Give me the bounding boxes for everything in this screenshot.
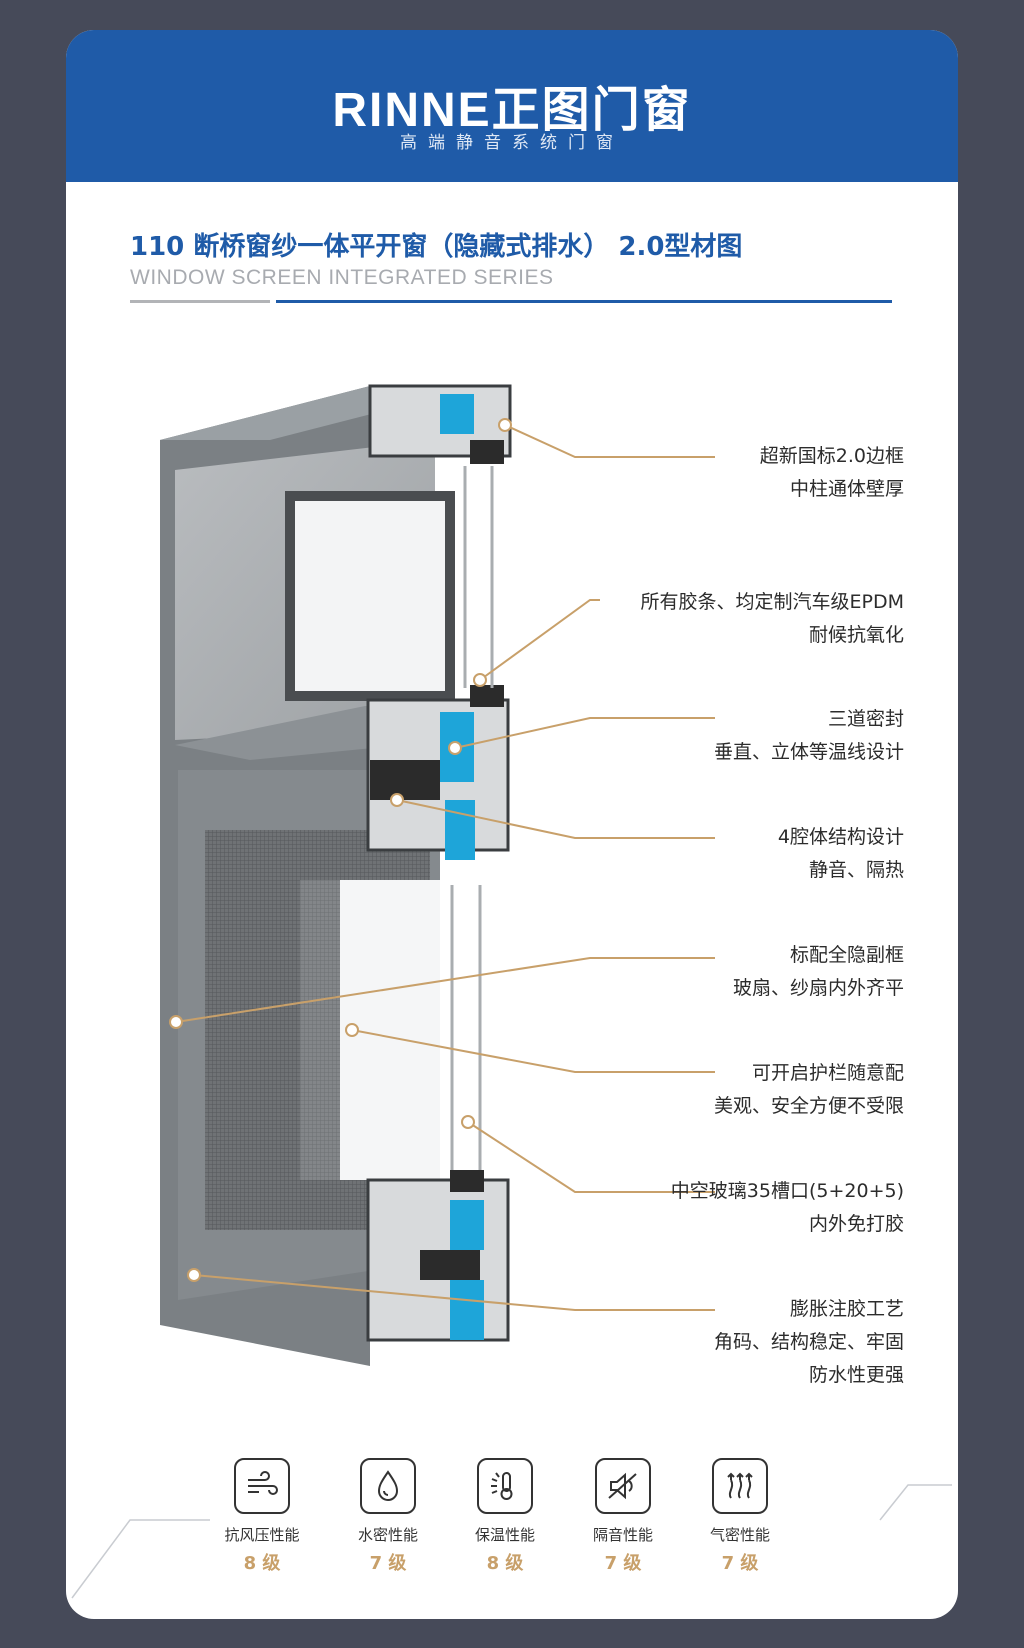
leader-line-6 [351,1029,715,1073]
leader-line-7 [467,1121,715,1193]
leader-line-5 [175,957,715,1023]
leader-line-4 [396,799,715,839]
leader-line-2 [479,599,600,681]
thermometer-icon [477,1458,533,1514]
callout-2: 所有胶条、均定制汽车级EPDM 耐候抗氧化 [640,591,905,646]
page-subtitle: WINDOW SCREEN INTEGRATED SERIES [130,266,554,289]
leader-dot-5 [169,1015,183,1029]
profile-section-middle [366,685,510,860]
brand-logo: RINNE正图门窗 [332,84,692,137]
feature-air-tightness: 气密性能 7 级 [685,1458,795,1575]
callout-8: 膨胀注胶工艺 角码、结构稳定、牢固 防水性更强 [713,1298,904,1386]
upper-glass [285,491,455,701]
sound-mute-icon [595,1458,651,1514]
callout-1: 超新国标2.0边框 中柱通体壁厚 [759,445,904,500]
feature-thermal: 保温性能 8 级 [450,1458,560,1575]
leader-line-1 [504,424,715,458]
feature-wind-pressure: 抗风压性能 8 级 [207,1458,317,1575]
feature-sound-insulation: 隔音性能 7 级 [568,1458,678,1575]
leader-dot-3 [448,741,462,755]
callout-7: 中空玻璃35槽口(5+20+5) 内外免打胶 [670,1180,904,1235]
corner-deco-right [879,1484,952,1521]
callout-5: 标配全隐副框 玻扇、纱扇内外齐平 [732,944,904,999]
leader-dot-2 [473,673,487,687]
feature-water-tightness: 水密性能 7 级 [333,1458,443,1575]
leader-dot-7 [461,1115,475,1129]
profile-section-top [368,384,512,464]
brand-slogan: 高端静音系统门窗 [400,133,624,153]
callout-6: 可开启护栏随意配 美观、安全方便不受限 [713,1062,904,1117]
title-rule-grey [130,300,270,303]
corner-deco-left [71,1519,210,1599]
airflow-icon [712,1458,768,1514]
leader-dot-1 [498,418,512,432]
leader-dot-4 [390,793,404,807]
profile-section-bottom [366,1170,510,1342]
brand-header: RINNE正图门窗 高端静音系统门窗 [66,30,958,182]
callout-4: 4腔体结构设计 静音、隔热 [777,826,904,881]
leader-dot-6 [345,1023,359,1037]
page-title: 110 断桥窗纱一体平开窗（隐藏式排水） 2.0型材图 [130,232,743,262]
title-rule-blue [276,300,892,303]
callout-3: 三道密封 垂直、立体等温线设计 [713,708,904,763]
wind-pressure-icon [234,1458,290,1514]
leader-dot-8 [187,1268,201,1282]
leader-line-3 [454,717,715,749]
water-drop-icon [360,1458,416,1514]
screen-mesh-inner [300,880,340,1180]
leader-line-8 [193,1274,715,1311]
